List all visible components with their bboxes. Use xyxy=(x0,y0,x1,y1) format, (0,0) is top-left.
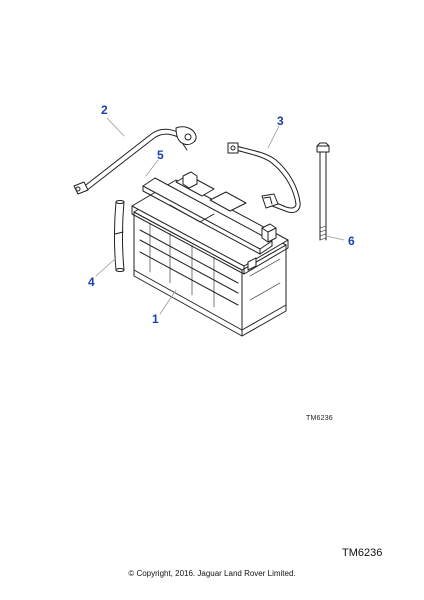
cable-part-3 xyxy=(227,142,301,213)
callout-4: 4 xyxy=(88,275,95,289)
cable-part-2 xyxy=(73,126,197,195)
figure-ref-small: TM6236 xyxy=(306,415,333,422)
callout-2: 2 xyxy=(101,103,108,117)
vent-tube-part-4 xyxy=(114,200,125,272)
copyright-text: © Copyright, 2016. Jaguar Land Rover Lim… xyxy=(128,569,296,578)
leader-line-3 xyxy=(267,125,280,149)
leader-line-5 xyxy=(145,159,159,177)
leader-line-2 xyxy=(106,117,125,137)
callout-1: 1 xyxy=(152,312,159,326)
leader-line-4 xyxy=(95,257,117,277)
callout-6: 6 xyxy=(348,234,355,248)
callout-3: 3 xyxy=(277,114,284,128)
leader-line-1 xyxy=(159,289,177,315)
battery-part-1 xyxy=(131,171,289,337)
callout-5: 5 xyxy=(157,148,164,162)
bolt-part-6 xyxy=(316,142,330,241)
leader-line-6 xyxy=(325,235,345,241)
figure-ref-large: TM6236 xyxy=(342,547,383,559)
